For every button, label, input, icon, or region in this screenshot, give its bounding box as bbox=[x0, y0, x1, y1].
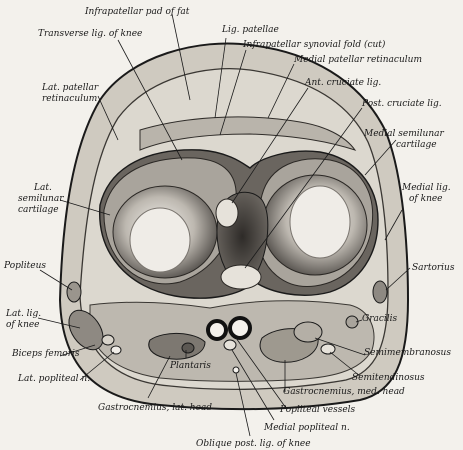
label-oblique-post-lig: Oblique post. lig. of knee bbox=[196, 439, 311, 449]
label-lat-lig-1: Lat. lig. bbox=[5, 309, 41, 319]
plantaris bbox=[181, 342, 195, 354]
label-lat-patellar-ret-1: Lat. patellar bbox=[41, 83, 99, 93]
label-plantaris: Plantaris bbox=[169, 361, 211, 371]
label-gastrocnemius-med: Gastrocnemius, med. head bbox=[283, 387, 405, 397]
label-gracilis: Gracilis bbox=[362, 314, 398, 324]
label-medial-semilunar-2: cartilage bbox=[396, 140, 437, 150]
labels: Infrapatellar pad of fat Transverse lig.… bbox=[3, 7, 455, 449]
leader-lines bbox=[37, 13, 411, 437]
label-semitendinosus: Semitendinosus bbox=[352, 373, 425, 383]
label-medial-lig-1: Medial lig. bbox=[401, 183, 451, 193]
small-vessel bbox=[232, 366, 240, 374]
biceps-femoris bbox=[68, 309, 104, 351]
label-transverse-lig: Transverse lig. of knee bbox=[38, 29, 142, 39]
label-medial-popliteal: Medial popliteal n. bbox=[263, 423, 350, 433]
popliteal-artery bbox=[206, 319, 228, 341]
lateral-ligament bbox=[101, 334, 115, 346]
label-ant-cruciate: Ant. cruciate lig. bbox=[304, 78, 381, 88]
label-medial-patellar-ret: Medial patellar retinaculum bbox=[293, 55, 422, 65]
label-infrapatellar-pad: Infrapatellar pad of fat bbox=[84, 7, 190, 17]
label-medial-semilunar-1: Medial semilunar bbox=[363, 129, 444, 139]
label-lat-lig-2: of knee bbox=[6, 320, 40, 330]
label-infrapatellar-fold: Infrapatellar synovial fold (cut) bbox=[242, 39, 386, 50]
label-popliteal-vessels: Popliteal vessels bbox=[279, 405, 356, 415]
posterior-cruciate-ligament bbox=[220, 264, 262, 290]
label-lat-patellar-ret-2: retinaculum bbox=[42, 94, 97, 104]
label-sartorius: Sartorius bbox=[412, 263, 455, 273]
label-biceps-femoris: Biceps femoris bbox=[11, 349, 80, 359]
label-popliteus: Popliteus bbox=[3, 261, 46, 271]
popliteal-vein bbox=[228, 316, 252, 340]
patellar-ligament bbox=[139, 116, 357, 151]
label-lat-semilunar-3: cartilage bbox=[18, 205, 59, 215]
label-medial-lig-2: of knee bbox=[409, 194, 443, 204]
label-lat-popliteal: Lat. popliteal n. bbox=[17, 374, 90, 384]
label-post-cruciate: Post. cruciate lig. bbox=[361, 99, 442, 109]
medial-condyle-highlight bbox=[289, 185, 351, 259]
lateral-condyle-highlight bbox=[129, 207, 191, 273]
label-gastrocnemius-lat: Gastrocnemius, lat. head bbox=[98, 403, 212, 413]
anterior-cruciate-ligament bbox=[215, 198, 239, 228]
sartorius bbox=[372, 280, 388, 304]
label-semimembranosus: Semimembranosus bbox=[364, 348, 451, 358]
semitendinosus bbox=[320, 343, 336, 355]
label-lig-patellae: Lig. patellae bbox=[221, 25, 279, 35]
gracilis bbox=[345, 315, 359, 329]
semimembranosus bbox=[293, 321, 323, 343]
label-lat-semilunar-1: Lat. bbox=[33, 183, 52, 193]
popliteus-tendon bbox=[66, 281, 82, 303]
medial-popliteal-nerve bbox=[223, 339, 237, 351]
label-lat-semilunar-2: semilunar bbox=[18, 194, 64, 204]
